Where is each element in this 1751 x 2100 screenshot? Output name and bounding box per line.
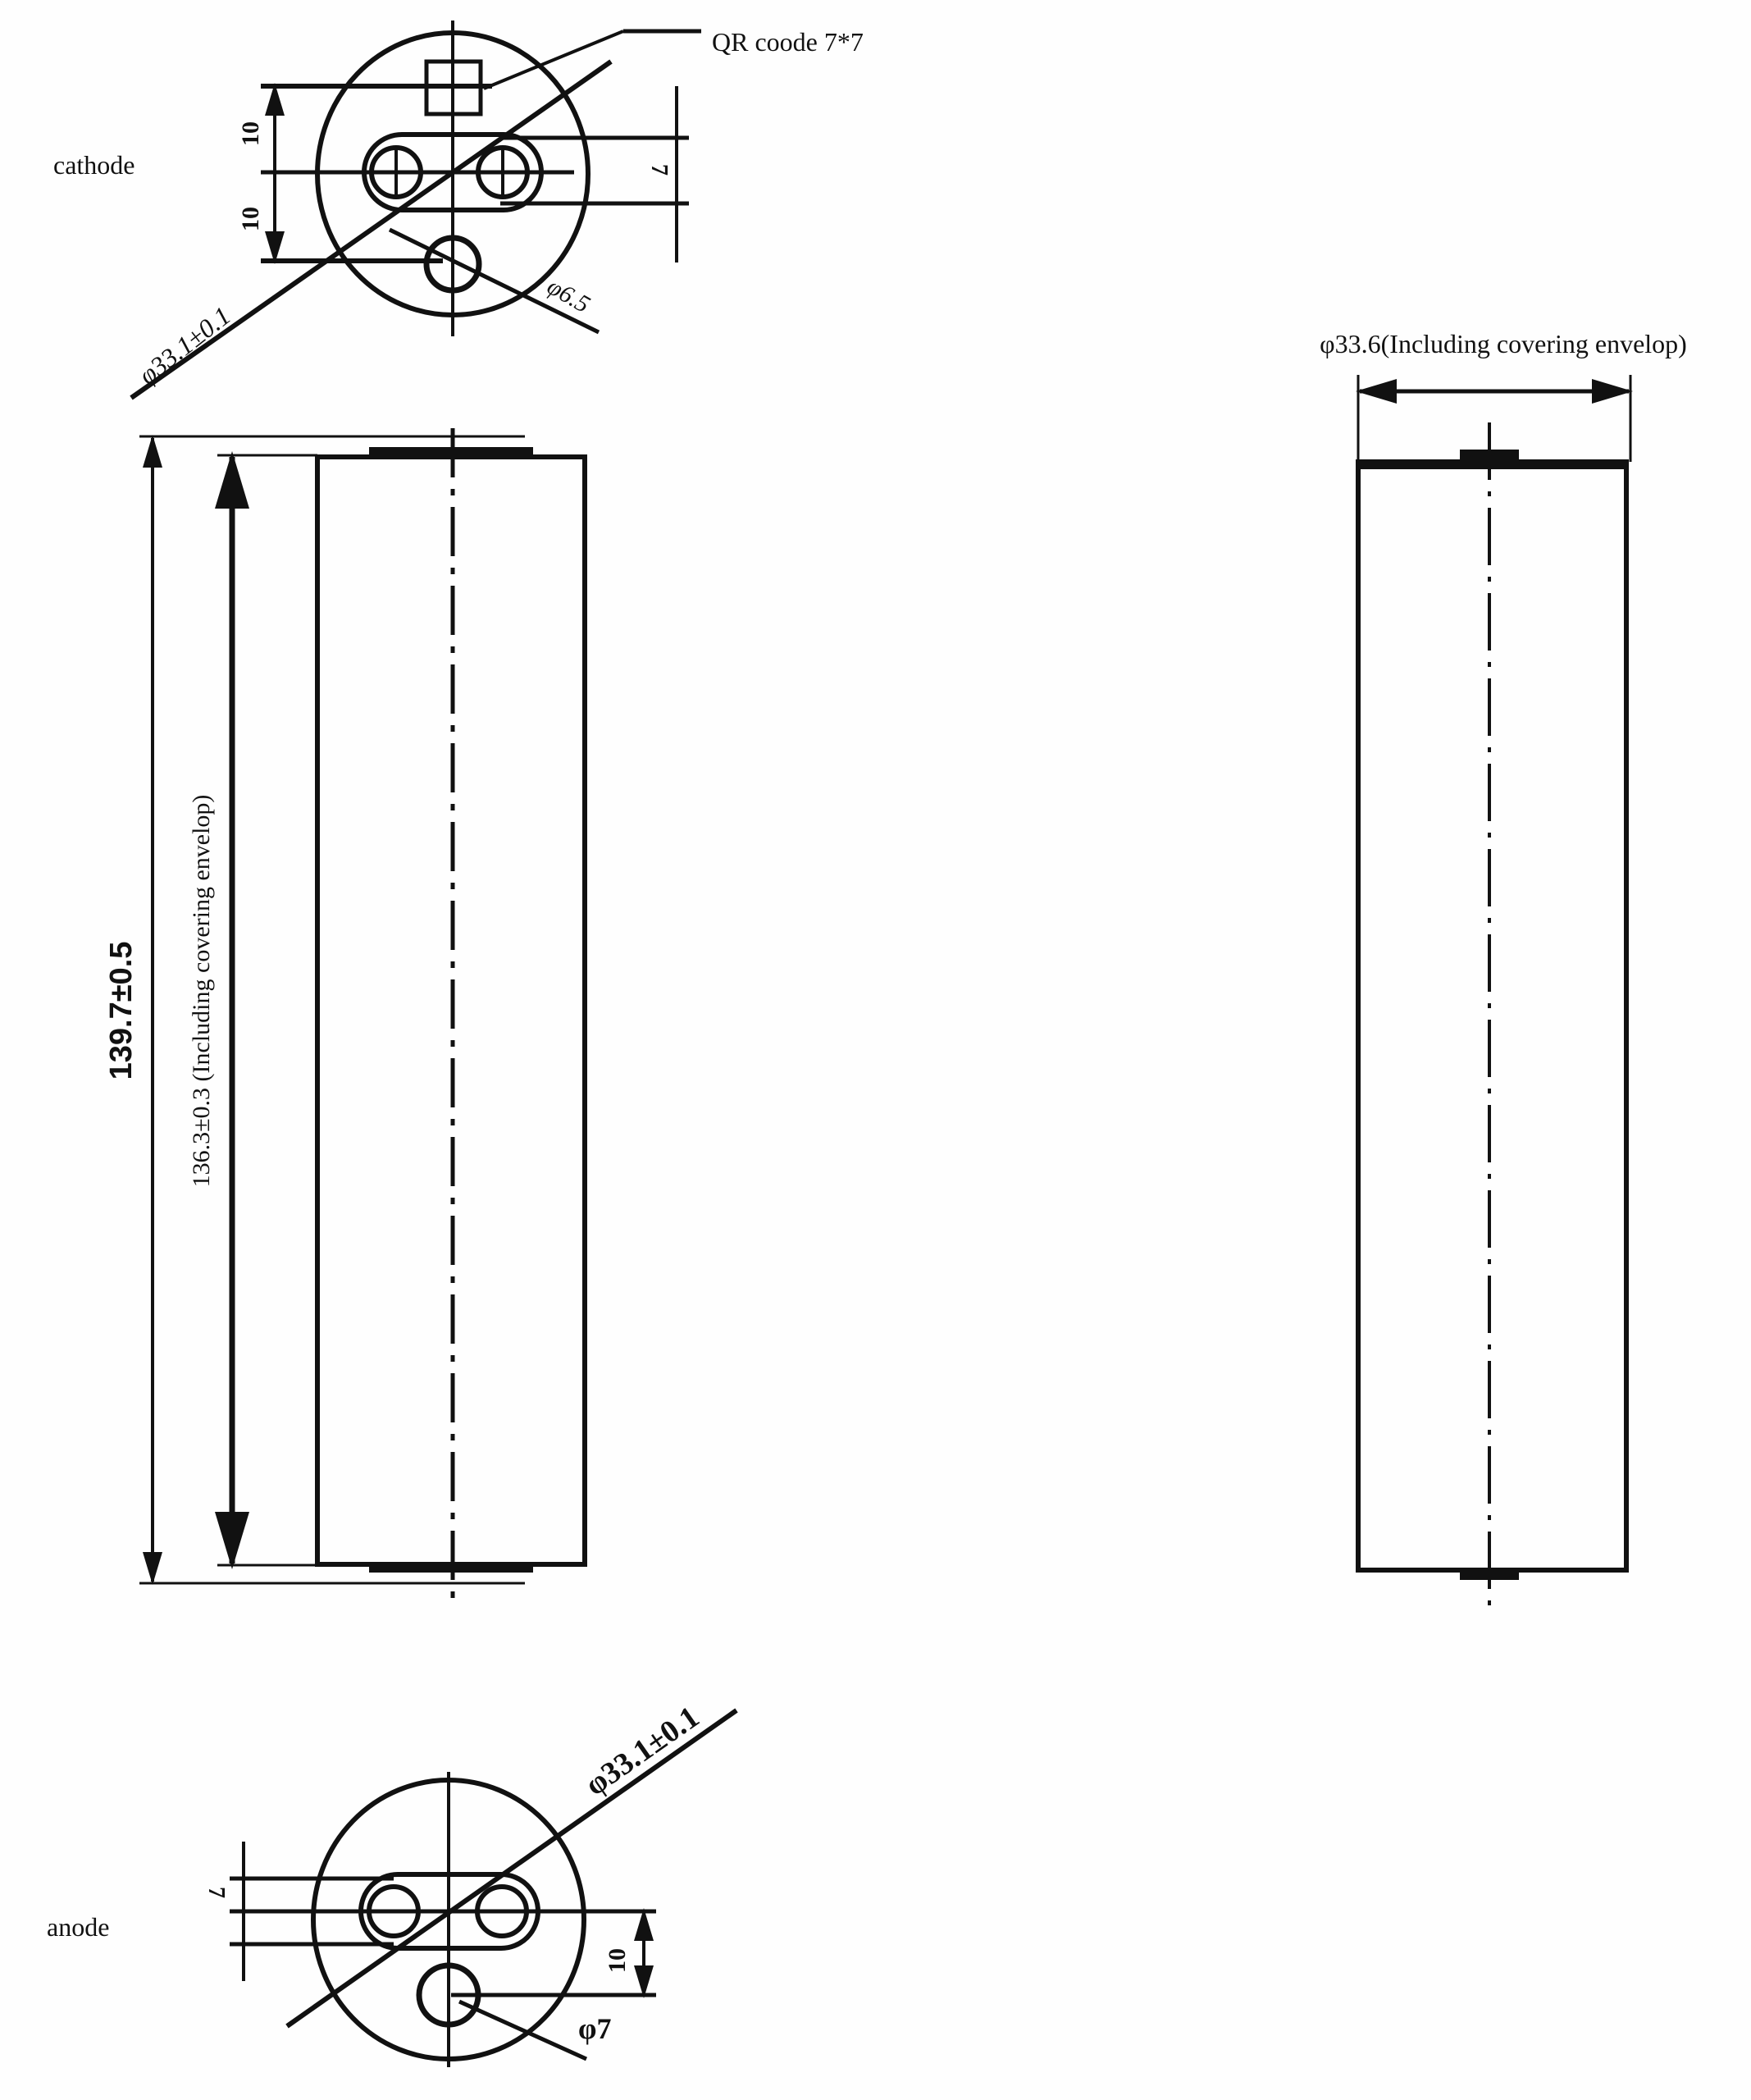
cathode-end-view: cathode QR coode 7*7 φ33.1±0.1 φ6.5 10 1… — [53, 21, 864, 400]
cell-side-view: 139.7±0.5 136.3±0.3 (Including covering … — [104, 428, 587, 1608]
anode-dim-terminal: 7 — [203, 1887, 229, 1898]
anode-hole-diameter-dim: φ7 — [578, 2012, 611, 2045]
anode-label: anode — [47, 1912, 109, 1942]
body-length-dim: 136.3±0.3 (Including covering envelop) — [188, 795, 215, 1188]
cathode-dim-terminal: 7 — [646, 164, 672, 176]
cathode-dim-top: 10 — [237, 121, 264, 146]
cathode-label: cathode — [53, 150, 135, 180]
total-length-dim: 139.7±0.5 — [104, 942, 139, 1080]
cathode-diameter-dim: φ33.1±0.1 — [133, 300, 236, 390]
right-view-diameter-dim: φ33.6(Including covering envelop) — [1320, 329, 1687, 358]
anode-diameter-dim: φ33.1±0.1 — [579, 1700, 705, 1802]
anode-dim-offset: 10 — [604, 1948, 631, 1973]
anode-end-view: anode φ33.1±0.1 φ7 10 7 — [47, 1700, 738, 2067]
cathode-dim-bottom: 10 — [237, 207, 264, 231]
cell-right-view: φ33.6(Including covering envelop) — [1320, 329, 1687, 1606]
cathode-hole-diameter-dim: φ6.5 — [543, 272, 595, 318]
qr-code-note: QR coode 7*7 — [712, 27, 864, 57]
